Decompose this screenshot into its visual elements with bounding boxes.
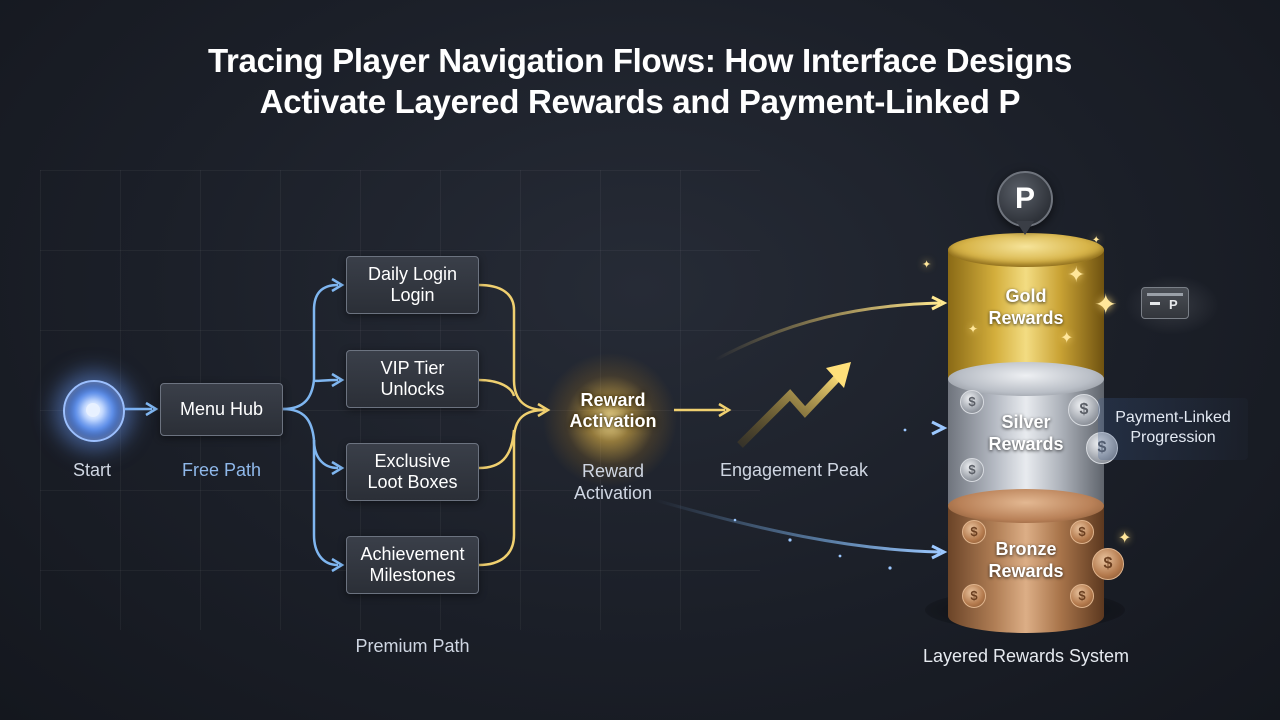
branch-daily-login[interactable]: Daily Login Login <box>346 256 479 314</box>
bronze-cylinder-top <box>948 489 1104 523</box>
sparkle-icon: ✦ <box>1067 262 1086 287</box>
payment-linked-panel <box>1098 398 1248 460</box>
branch-achievement-line2: Milestones <box>369 565 456 585</box>
credit-card-icon[interactable]: P <box>1141 287 1189 319</box>
menu-hub-node[interactable]: Menu Hub <box>160 383 283 436</box>
branch-daily-login-line2: Login <box>390 285 435 305</box>
premium-path-merge <box>478 283 551 567</box>
branch-vip-tier-line1: VIP Tier <box>380 358 445 378</box>
branch-achievement-milestones[interactable]: Achievement Milestones <box>346 536 479 594</box>
gold-line1: Gold <box>1005 286 1047 306</box>
start-node-icon[interactable] <box>63 380 125 442</box>
engagement-peak-label: Engagement Peak <box>719 460 869 480</box>
premium-path-label: Premium Path <box>355 636 470 656</box>
silver-line1: Silver <box>1001 412 1051 432</box>
sparkle-icon: ✦ <box>1060 330 1074 347</box>
sweep-glints <box>733 428 907 570</box>
sweep-to-silver <box>830 420 948 436</box>
payment-linked-label: Payment-Linked Progression <box>1100 408 1246 448</box>
coin-icon: $ <box>960 458 984 482</box>
branch-vip-tier[interactable]: VIP Tier Unlocks <box>346 350 479 408</box>
menu-hub-label: Menu Hub <box>179 399 264 419</box>
coin-icon: $ <box>962 520 986 544</box>
reward-activation-node[interactable]: Reward Activation <box>548 390 678 432</box>
sparkle-icon: ✦ <box>1094 289 1118 320</box>
page-title: Tracing Player Navigation Flows: How Int… <box>0 40 1280 122</box>
sparkle-icon: ✦ <box>1118 530 1132 547</box>
free-path-branches <box>282 277 345 573</box>
sparkle-icon: ✦ <box>968 322 979 336</box>
reward-activation-caption: Reward Activation <box>552 460 674 504</box>
payment-linked-line1: Payment-Linked <box>1115 409 1231 426</box>
free-path-label: Free Path <box>181 460 262 480</box>
sparkle-icon: ✦ <box>922 259 932 271</box>
coin-icon: $ <box>1086 432 1118 464</box>
pin-glyph: P <box>1014 182 1035 215</box>
bronze-line2: Rewards <box>988 561 1064 581</box>
coin-icon: $ <box>1068 394 1100 426</box>
coin-icon: $ <box>1070 520 1094 544</box>
coin-icon: $ <box>1070 584 1094 608</box>
sweep-to-gold <box>714 295 948 362</box>
sparkle-icon: ✦ <box>1092 235 1101 246</box>
activation-caption-line1: Reward <box>581 461 645 481</box>
branch-achievement-line1: Achievement <box>360 544 465 564</box>
bronze-line1: Bronze <box>995 539 1057 559</box>
silver-rewards-label: Silver Rewards <box>948 411 1104 455</box>
gold-cylinder-top <box>948 233 1104 267</box>
title-line-2: Activate Layered Rewards and Payment-Lin… <box>259 83 1021 120</box>
title-line-1: Tracing Player Navigation Flows: How Int… <box>207 42 1073 79</box>
branch-loot-line1: Exclusive <box>374 451 451 471</box>
activation-caption-line2: Activation <box>573 483 653 503</box>
start-to-hub-arrow <box>125 401 159 417</box>
silver-line2: Rewards <box>988 434 1064 454</box>
gold-line2: Rewards <box>988 308 1064 328</box>
branch-loot-line2: Loot Boxes <box>367 472 458 492</box>
activation-burst-line2: Activation <box>569 411 657 431</box>
bronze-rewards-label: Bronze Rewards <box>948 538 1104 582</box>
pin-tip <box>1016 221 1034 235</box>
coin-icon: $ <box>1092 548 1124 580</box>
card-glyph: P <box>1169 297 1178 312</box>
branch-exclusive-loot-boxes[interactable]: Exclusive Loot Boxes <box>346 443 479 501</box>
gold-rewards-label: Gold Rewards <box>948 285 1104 329</box>
layered-rewards-system-label: Layered Rewards System <box>922 646 1130 666</box>
branch-daily-login-line1: Daily Login <box>367 264 458 284</box>
payment-linked-line2: Progression <box>1130 429 1216 446</box>
reward-activation-burst <box>540 350 680 490</box>
trend-arrow-icon <box>737 362 851 448</box>
pin-p-icon[interactable]: P <box>997 171 1053 227</box>
activation-burst-line1: Reward <box>580 390 646 410</box>
sweep-to-bronze <box>654 498 948 560</box>
branch-vip-tier-line2: Unlocks <box>380 379 445 399</box>
activation-to-engagement-arrow <box>674 402 732 418</box>
coin-icon: $ <box>960 390 984 414</box>
start-label: Start <box>72 460 111 480</box>
coin-icon: $ <box>962 584 986 608</box>
